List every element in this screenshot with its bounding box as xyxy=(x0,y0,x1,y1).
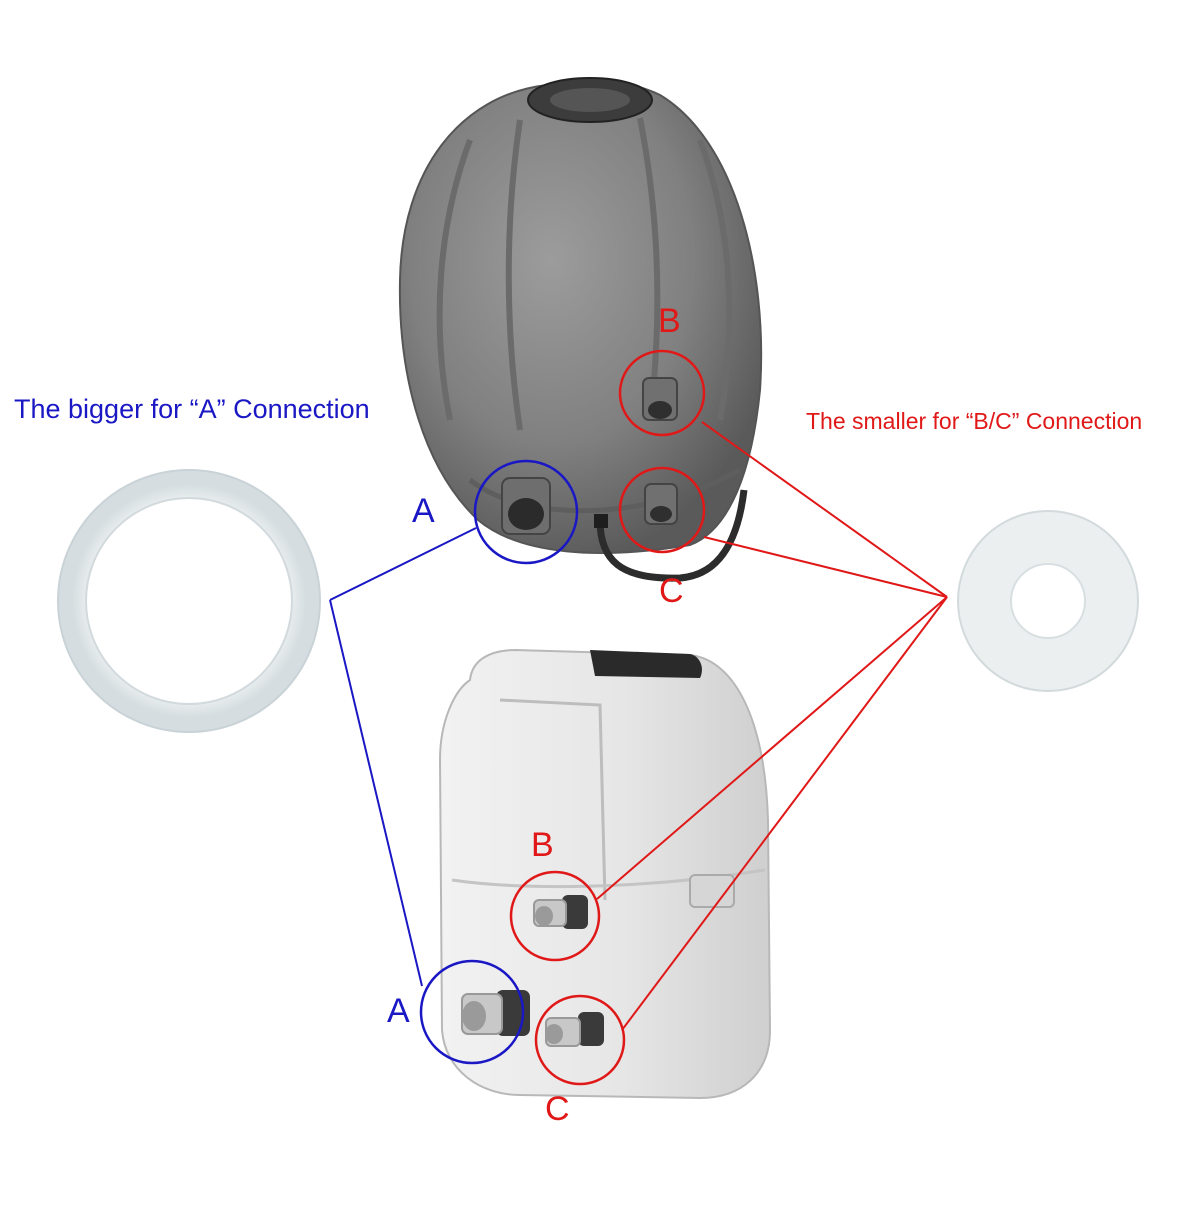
label-bottom-c: C xyxy=(545,1090,570,1128)
gray-pump-unit xyxy=(398,77,763,582)
label-bottom-b: B xyxy=(531,826,554,864)
gray-unit-control-display xyxy=(550,88,630,112)
callout-circle-top-a xyxy=(473,459,579,565)
caption-a-connection: The bigger for “A” Connection xyxy=(14,394,370,424)
white-unit-port-b xyxy=(533,895,588,929)
white-unit-lid-seam xyxy=(499,698,607,901)
gray-unit-base-band xyxy=(468,467,742,514)
callout-circle-bottom-b xyxy=(509,870,601,962)
gray-unit-port-b xyxy=(642,377,678,421)
callout-circle-top-c xyxy=(618,466,706,554)
gray-unit-port-a xyxy=(501,477,551,535)
gray-unit-rib xyxy=(505,119,523,431)
gray-unit-rib xyxy=(436,138,473,421)
callout-circle-bottom-c xyxy=(534,994,626,1086)
a-connector-lines xyxy=(329,527,477,987)
label-bottom-a: A xyxy=(387,992,410,1030)
callout-circle-bottom-a xyxy=(419,959,525,1065)
label-top-b: B xyxy=(658,302,681,340)
label-top-a: A xyxy=(412,492,435,530)
white-unit-port-c xyxy=(545,1012,604,1047)
gray-unit-port-c xyxy=(644,483,678,525)
white-unit-handle xyxy=(689,874,735,908)
ring-gasket-large-icon xyxy=(57,469,321,733)
white-pump-unit xyxy=(438,648,772,1100)
gray-unit-rib xyxy=(697,138,733,421)
ring-gasket-small-icon xyxy=(957,510,1139,692)
bc-connector-lines xyxy=(596,421,948,1031)
callout-circle-top-b xyxy=(618,349,706,437)
white-unit-control-panel xyxy=(590,650,702,678)
caption-bc-connection: The smaller for “B/C” Connection xyxy=(806,408,1143,434)
gray-unit-power-cord xyxy=(596,489,748,582)
label-top-c: C xyxy=(659,572,684,610)
gray-unit-cord-plug xyxy=(594,514,608,528)
